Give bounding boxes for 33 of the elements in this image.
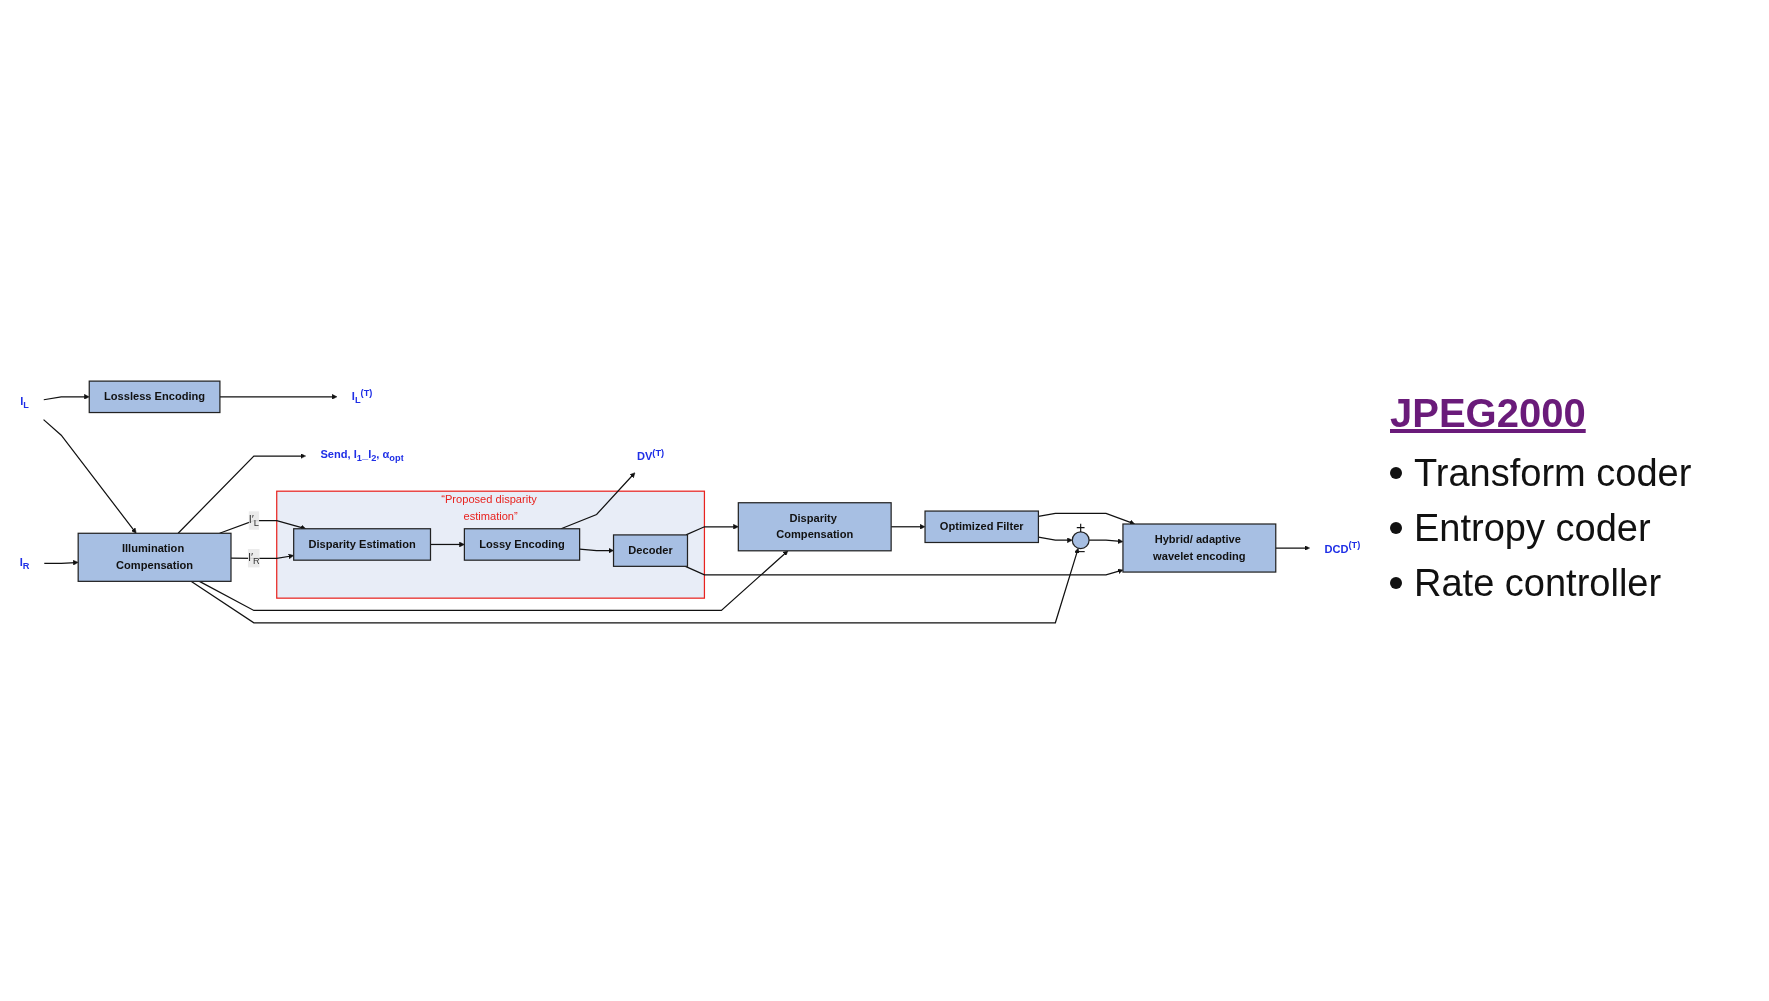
node-text: DCD$^{(T)}$ xyxy=(1324,539,1361,555)
arrow xyxy=(42,418,137,534)
arrow xyxy=(684,565,1124,576)
arrow xyxy=(43,393,90,400)
arrow xyxy=(230,553,294,559)
node-box: Lossy Encoding xyxy=(463,527,581,561)
bullet-item: Entropy coder xyxy=(1414,506,1651,550)
arrow xyxy=(43,559,79,565)
node-box: Hybrid/ adaptive wavelet encoding xyxy=(1122,523,1277,573)
node-box: Optimized Filter xyxy=(924,510,1040,543)
arrow xyxy=(219,393,338,400)
bullet-item: Transform coder xyxy=(1414,451,1692,495)
node-box: Disparity Estimation xyxy=(293,527,432,561)
node-circle xyxy=(1071,530,1090,549)
node-box: Illumination Compensation xyxy=(77,532,232,582)
arrow xyxy=(1275,544,1310,551)
arrow xyxy=(685,523,739,536)
node-text: Send, I$_{1}$_I$_{2}$, α$_{opt}$ xyxy=(320,448,404,463)
bullet-item: Rate controller xyxy=(1414,561,1662,605)
arrow xyxy=(190,547,1080,624)
arrow xyxy=(177,452,306,534)
arrow xyxy=(579,547,614,553)
node-box: Disparity Compensation xyxy=(737,501,892,552)
edge-label: I′$_{R}$ xyxy=(247,550,260,566)
node-text: DV$^{(T)}$ xyxy=(636,447,665,463)
arrow xyxy=(198,550,789,611)
edge-label: I′$_{L}$ xyxy=(248,512,260,528)
node-box: Decoder xyxy=(612,533,689,567)
node-text: I$_{L}$ xyxy=(20,395,29,410)
node-label: + xyxy=(1076,518,1086,537)
node-box: Lossless Encoding xyxy=(88,380,221,413)
node-text: I$_{R}$ xyxy=(19,555,30,571)
section-heading: JPEG2000 xyxy=(1390,390,1586,436)
